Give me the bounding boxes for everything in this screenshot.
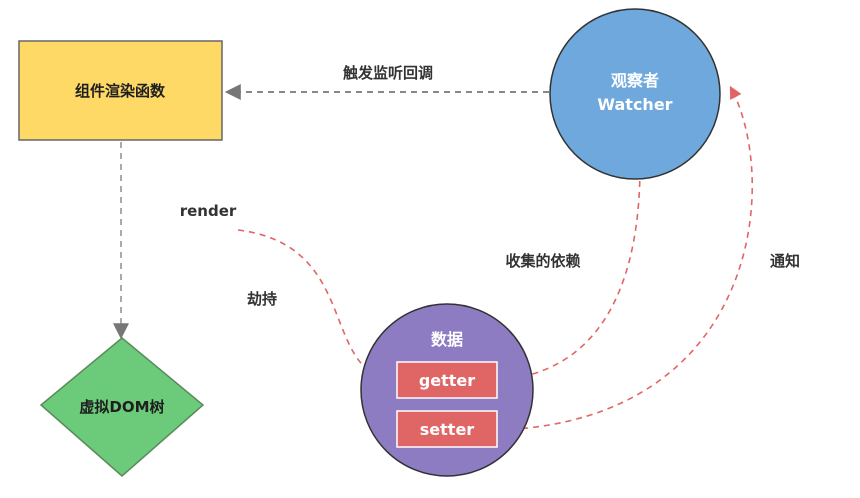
getter-label: getter (419, 371, 475, 390)
setter-label: setter (420, 420, 475, 439)
edge-label-hijack: 劫持 (247, 290, 277, 308)
edge-label-notify: 通知 (770, 252, 800, 270)
getter-box (396, 361, 498, 399)
virtual-dom-node: 虚拟DOM树 (39, 337, 205, 477)
edge-label-collect-deps: 收集的依赖 (505, 252, 580, 270)
render-function-label: 组件渲染函数 (75, 82, 166, 100)
virtual-dom-diamond (39, 337, 205, 477)
setter-box (396, 410, 498, 448)
render-function-node: 组件渲染函数 (18, 40, 223, 141)
edge-getter-collect (499, 163, 647, 381)
watcher-label-en: Watcher (597, 95, 672, 114)
data-node: 数据 getter setter (360, 303, 534, 477)
virtual-dom-label: 虚拟DOM树 (79, 398, 164, 416)
edge-setter-notify (499, 85, 753, 431)
data-label: 数据 (431, 330, 463, 349)
watcher-label-cn: 观察者 (611, 71, 659, 90)
edge-label-render: render (180, 202, 237, 220)
render-function-box (18, 40, 223, 141)
edge-label-trigger-callback: 触发监听回调 (343, 64, 433, 82)
watcher-circle (549, 8, 721, 180)
watcher-node: 观察者 Watcher (549, 8, 721, 180)
